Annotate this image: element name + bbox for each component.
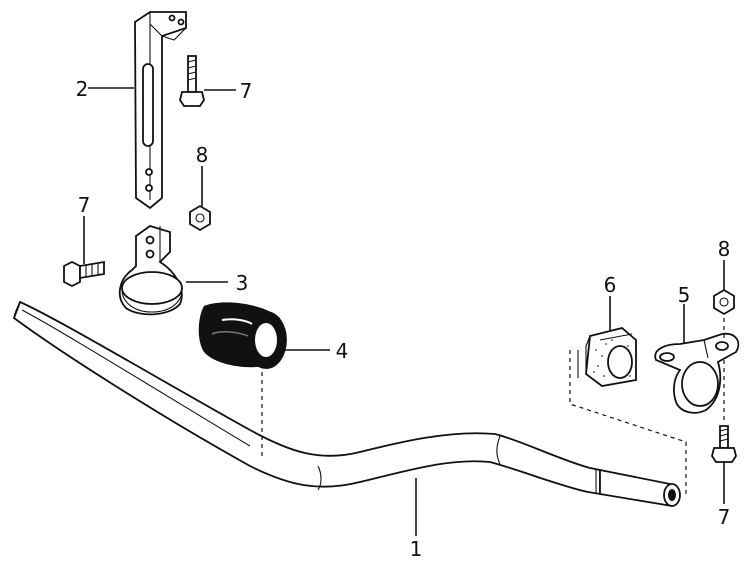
mounting-bracket <box>134 11 187 210</box>
callout-8-left: 8 <box>196 143 209 167</box>
bolt-left <box>63 260 105 288</box>
bolt-right <box>711 425 737 463</box>
rubber-bushing-left <box>198 302 287 369</box>
callout-4: 4 <box>336 339 349 363</box>
callout-6: 6 <box>604 273 617 297</box>
callout-1: 1 <box>410 537 423 561</box>
callout-7-left: 7 <box>78 193 91 217</box>
stabilizer-bar <box>12 300 681 507</box>
callout-5: 5 <box>678 283 691 307</box>
callout-7-right: 7 <box>718 505 731 529</box>
rubber-bushing-right <box>577 327 637 387</box>
clamp-right <box>654 332 740 414</box>
callout-8-right: 8 <box>718 237 731 261</box>
leader-lines <box>83 87 725 536</box>
callout-3: 3 <box>236 271 249 295</box>
nut-upper-left <box>189 204 211 232</box>
callout-2: 2 <box>76 77 89 101</box>
assembly-guide-box <box>569 350 687 496</box>
bolt-top <box>179 55 205 107</box>
callout-7-top: 7 <box>240 79 253 103</box>
clamp-left <box>118 225 183 316</box>
nut-upper-right <box>713 288 735 316</box>
